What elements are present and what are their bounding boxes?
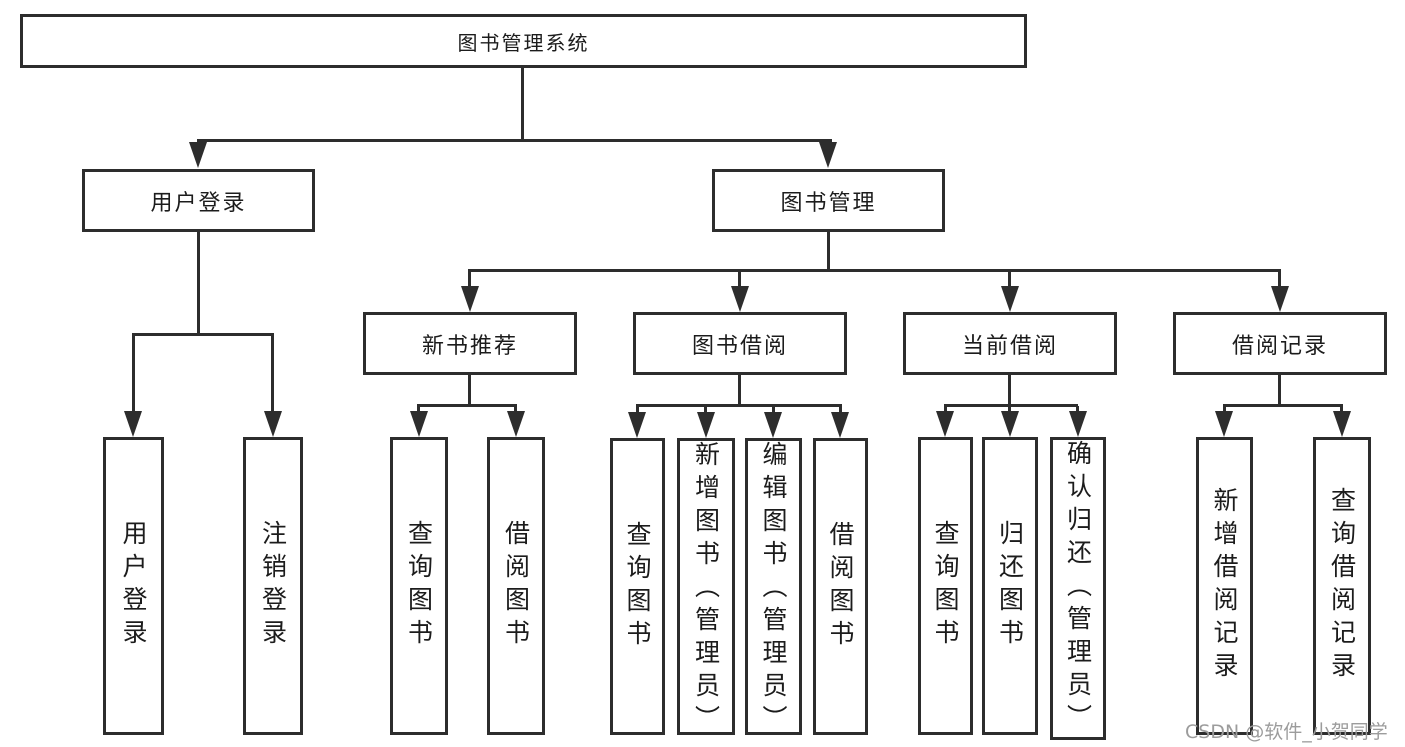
- connector-borrow-rail: [636, 404, 842, 407]
- connector-current-drop-2: [1008, 406, 1011, 413]
- connector-current-drop-3: [1076, 406, 1079, 413]
- arrowhead-to-leaf-borrow-books: [831, 412, 849, 438]
- connector-borrow-drop-3: [772, 406, 775, 413]
- leaf-user-login: 用户登录: [103, 437, 164, 735]
- leaf-borrow-books-recommend-label: 借阅图书: [501, 520, 531, 652]
- leaf-add-books-admin-label: 新增图书（管理员）: [691, 441, 721, 738]
- connector-record-drop-2: [1340, 406, 1343, 413]
- connector-current-drop-1: [944, 406, 947, 413]
- connector-book-mgmt-drop-2: [738, 271, 741, 288]
- arrowhead-to-leaf-edit-books: [764, 412, 782, 438]
- leaf-query-books-borrow-label: 查询图书: [623, 520, 652, 653]
- connector-root-rail: [197, 139, 832, 142]
- connector-recommend-drop-2: [514, 406, 517, 413]
- arrowhead-to-book-borrow: [731, 286, 749, 312]
- node-book-borrow-label: 图书借阅: [691, 333, 788, 359]
- leaf-borrow-books-borrow-label: 借阅图书: [826, 520, 855, 653]
- leaf-confirm-return-admin: 确认归还（管理员）: [1050, 437, 1106, 740]
- leaf-add-books-admin: 新增图书（管理员）: [677, 438, 735, 738]
- connector-borrow-drop-1: [636, 406, 639, 413]
- connector-book-mgmt-drop-4: [1278, 271, 1281, 288]
- arrowhead-to-leaf-query-record: [1333, 411, 1351, 437]
- arrowhead-to-leaf-query-recommend: [410, 411, 428, 437]
- leaf-confirm-return-admin-label: 确认归还（管理员）: [1063, 440, 1093, 737]
- connector-current-rail: [944, 404, 1078, 407]
- node-new-book-recommend-label: 新书推荐: [421, 333, 518, 359]
- leaf-query-books-current: 查询图书: [918, 437, 973, 735]
- arrowhead-to-book-management: [819, 142, 837, 168]
- leaf-return-books: 归还图书: [982, 437, 1038, 735]
- arrowhead-to-leaf-query-current: [936, 411, 954, 437]
- leaf-edit-books-admin: 编辑图书（管理员）: [745, 438, 802, 738]
- arrowhead-to-new-book-recommend: [461, 286, 479, 312]
- node-book-management: 图书管理: [712, 169, 945, 232]
- leaf-query-books-recommend: 查询图书: [390, 437, 448, 735]
- csdn-watermark: CSDN @软件_小贺同学: [1185, 721, 1388, 743]
- leaf-edit-books-admin-label: 编辑图书（管理员）: [759, 441, 788, 738]
- leaf-user-login-label: 用户登录: [119, 520, 148, 652]
- leaf-add-borrow-record: 新增借阅记录: [1196, 437, 1253, 735]
- connector-book-mgmt-drop-1: [468, 271, 471, 288]
- node-current-borrow: 当前借阅: [903, 312, 1117, 375]
- connector-user-login-rail: [132, 333, 274, 336]
- arrowhead-to-leaf-logout: [264, 411, 282, 437]
- node-root-label: 图书管理系统: [457, 30, 590, 55]
- connector-recommend-drop-1: [417, 406, 420, 413]
- arrowhead-to-leaf-return-books: [1001, 411, 1019, 437]
- node-new-book-recommend: 新书推荐: [363, 312, 577, 375]
- leaf-query-books-borrow: 查询图书: [610, 438, 665, 735]
- connector-recommend-stem: [468, 375, 471, 406]
- leaf-query-borrow-record: 查询借阅记录: [1313, 437, 1371, 735]
- leaf-query-books-recommend-label: 查询图书: [404, 520, 434, 652]
- leaf-logout-label: 注销登录: [258, 520, 288, 652]
- node-book-borrow: 图书借阅: [633, 312, 847, 375]
- connector-book-mgmt-rail: [468, 269, 1281, 272]
- node-book-management-label: 图书管理: [780, 190, 877, 216]
- node-borrow-record-label: 借阅记录: [1231, 333, 1328, 359]
- leaf-query-borrow-record-label: 查询借阅记录: [1327, 487, 1357, 685]
- leaf-borrow-books-borrow: 借阅图书: [813, 438, 868, 735]
- connector-record-rail: [1223, 404, 1343, 407]
- leaf-return-books-label: 归还图书: [995, 520, 1025, 652]
- connector-borrow-stem: [738, 375, 741, 406]
- connector-book-mgmt-drop-3: [1008, 271, 1011, 288]
- connector-root-stem: [521, 68, 524, 140]
- leaf-add-borrow-record-label: 新增借阅记录: [1210, 487, 1239, 685]
- node-current-borrow-label: 当前借阅: [961, 333, 1058, 359]
- connector-record-stem: [1278, 375, 1281, 406]
- arrowhead-to-leaf-borrow-recommend: [507, 411, 525, 437]
- connector-current-stem: [1008, 375, 1011, 406]
- arrowhead-to-leaf-query-borrow: [628, 412, 646, 438]
- arrowhead-to-leaf-add-record: [1215, 411, 1233, 437]
- connector-user-login-drop-2: [271, 335, 274, 413]
- connector-record-drop-1: [1223, 406, 1226, 413]
- arrowhead-to-leaf-add-books: [697, 412, 715, 438]
- node-root: 图书管理系统: [20, 14, 1027, 68]
- connector-borrow-drop-4: [839, 406, 842, 413]
- arrowhead-to-user-login: [189, 142, 207, 168]
- connector-user-login-drop-1: [132, 335, 135, 413]
- leaf-borrow-books-recommend: 借阅图书: [487, 437, 545, 735]
- connector-user-login-stem: [197, 232, 200, 335]
- connector-borrow-drop-2: [704, 406, 707, 413]
- leaf-query-books-current-label: 查询图书: [931, 520, 960, 652]
- arrowhead-to-leaf-confirm-return: [1069, 411, 1087, 437]
- leaf-logout: 注销登录: [243, 437, 303, 735]
- node-borrow-record: 借阅记录: [1173, 312, 1387, 375]
- arrowhead-to-current-borrow: [1001, 286, 1019, 312]
- arrowhead-to-borrow-record: [1271, 286, 1289, 312]
- connector-recommend-rail: [417, 404, 517, 407]
- node-user-login-label: 用户登录: [150, 190, 247, 216]
- node-user-login: 用户登录: [82, 169, 315, 232]
- arrowhead-to-leaf-user-login: [124, 411, 142, 437]
- connector-book-mgmt-stem: [827, 232, 830, 271]
